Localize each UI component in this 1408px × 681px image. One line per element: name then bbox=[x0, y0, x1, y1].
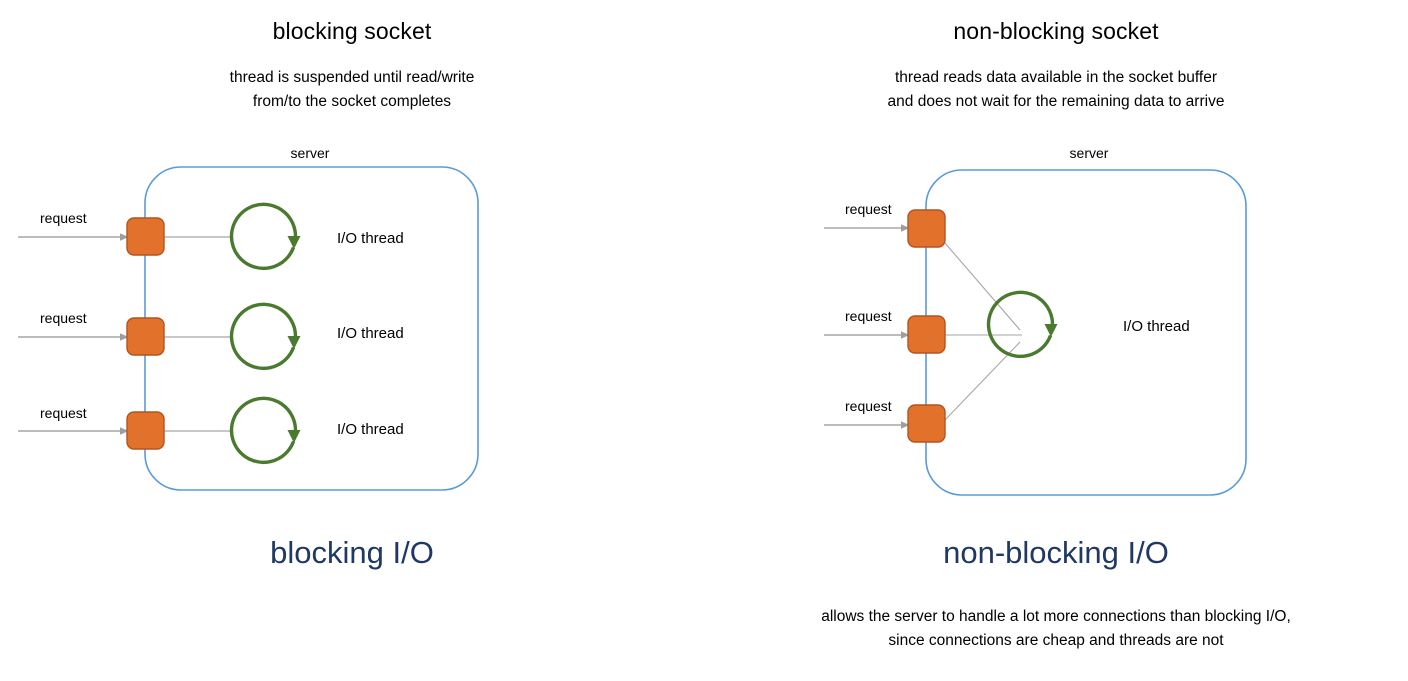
panel-title-non-blocking: non-blocking socket bbox=[953, 18, 1159, 44]
io-thread-circle-3 bbox=[229, 396, 301, 464]
request-label-1: request bbox=[40, 210, 87, 226]
non-blocking-socket-panel: non-blocking socket thread reads data av… bbox=[704, 0, 1408, 681]
server-label-non-blocking: server bbox=[1069, 145, 1109, 161]
blocking-diagram bbox=[18, 166, 479, 491]
socket-box-2 bbox=[126, 317, 165, 356]
server-label-blocking: server bbox=[290, 145, 330, 161]
socket-thread-link-1 bbox=[944, 242, 1021, 331]
request-label-3: request bbox=[40, 405, 87, 421]
server-boundary-blocking bbox=[144, 166, 479, 491]
socket-box-1 bbox=[126, 217, 165, 256]
io-thread-label-2: I/O thread bbox=[337, 325, 404, 342]
panel-subtitle-non-blocking-line2: and does not wait for the remaining data… bbox=[887, 93, 1225, 110]
io-thread-circle-1 bbox=[986, 290, 1058, 358]
io-thread-label-1: I/O thread bbox=[1123, 318, 1190, 335]
request-label-3: request bbox=[845, 398, 892, 414]
footer-title-blocking: blocking I/O bbox=[270, 535, 434, 570]
server-boundary-non-blocking bbox=[925, 169, 1247, 496]
blocking-socket-panel: blocking socket thread is suspended unti… bbox=[18, 18, 479, 570]
io-thread-label-3: I/O thread bbox=[337, 421, 404, 438]
panel-subtitle-blocking-line2: from/to the socket completes bbox=[252, 93, 452, 110]
non-blocking-diagram bbox=[824, 169, 1247, 496]
io-thread-circle-2 bbox=[229, 302, 301, 370]
panel-title-blocking: blocking socket bbox=[272, 18, 432, 44]
footer-title-non-blocking: non-blocking I/O bbox=[943, 535, 1169, 570]
panel-subtitle-blocking-line1: thread is suspended until read/write bbox=[229, 69, 475, 86]
request-label-2: request bbox=[845, 308, 892, 324]
footer-note-non-blocking-line2: since connections are cheap and threads … bbox=[888, 632, 1224, 649]
footer-note-non-blocking-line1: allows the server to handle a lot more c… bbox=[821, 608, 1291, 625]
request-label-1: request bbox=[845, 201, 892, 217]
socket-box-3 bbox=[907, 404, 946, 443]
io-thread-circle-1 bbox=[229, 202, 301, 270]
socket-box-1 bbox=[907, 209, 946, 248]
request-label-2: request bbox=[40, 310, 87, 326]
socket-box-2 bbox=[907, 315, 946, 354]
panel-subtitle-non-blocking-line1: thread reads data available in the socke… bbox=[895, 69, 1217, 86]
io-thread-label-1: I/O thread bbox=[337, 230, 404, 247]
socket-box-3 bbox=[126, 411, 165, 450]
